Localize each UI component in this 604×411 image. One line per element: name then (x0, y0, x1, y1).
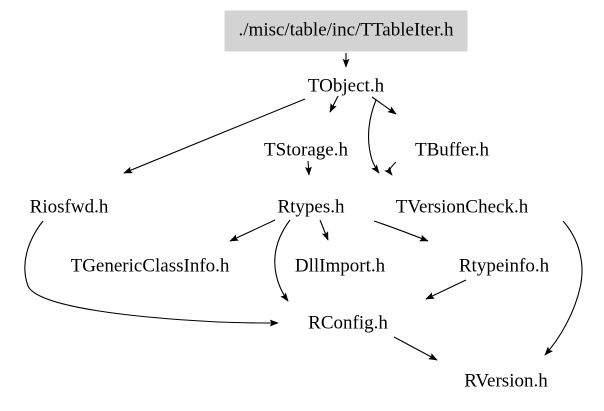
edge-rtypes-to-dllimport (319, 219, 329, 241)
edge-rtypes-to-tgenericclassinfo (229, 219, 276, 242)
edge-rtypeinfo-to-rconfig (425, 279, 467, 300)
edge-tobject-to-tstorage (329, 95, 339, 113)
node-rversion[interactable]: RVersion.h (464, 370, 548, 392)
edge-tobject-to-rtypes (367, 99, 380, 174)
edge-tobject-to-riosfwd (123, 98, 306, 174)
edge-rtypes-to-rconfig (274, 219, 291, 302)
node-riosfwd[interactable]: Riosfwd.h (29, 196, 109, 218)
edge-tobject-to-tbuffer (371, 96, 397, 115)
node-rtypes[interactable]: Rtypes.h (277, 196, 345, 218)
node-ttableiter[interactable]: ./misc/table/inc/TTableIter.h (224, 10, 468, 52)
node-tbuffer[interactable]: TBuffer.h (414, 139, 490, 161)
edge-rtypes-to-rtypeinfo (373, 220, 429, 242)
edge-tversioncheck-to-rversion (544, 220, 583, 356)
node-rconfig[interactable]: RConfig.h (308, 312, 388, 334)
node-dllimport[interactable]: DllImport.h (294, 255, 386, 277)
edge-tstorage-to-rtypes (305, 160, 312, 176)
edge-rconfig-to-rversion (393, 336, 438, 361)
edge-tbuffer-to-tversioncheck (384, 161, 397, 176)
node-tversioncheck[interactable]: TVersionCheck.h (395, 196, 529, 218)
node-rtypeinfo[interactable]: Rtypeinfo.h (458, 255, 550, 277)
node-tobject[interactable]: TObject.h (307, 75, 385, 97)
node-tstorage[interactable]: TStorage.h (264, 139, 348, 161)
node-tgenericclassinfo[interactable]: TGenericClassInfo.h (70, 255, 230, 277)
